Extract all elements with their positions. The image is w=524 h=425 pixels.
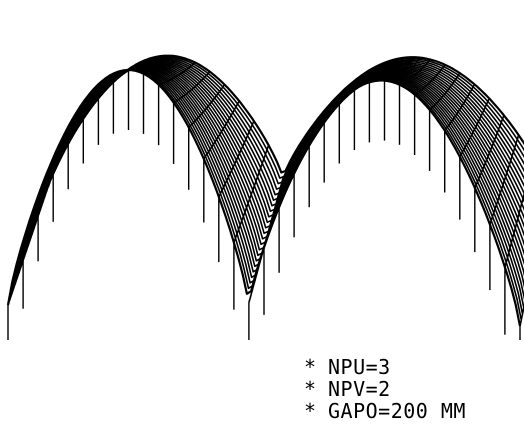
mesh-line-u-12 — [188, 84, 226, 128]
mesh-line-u-17 — [263, 147, 299, 248]
mesh-line-u-11 — [173, 71, 211, 104]
mesh-line-u-2 — [37, 126, 79, 197]
parameter-legend: *NPU=3 *NPV=2 *GAPO=200 MM — [304, 356, 466, 422]
mesh-line-u-0 — [7, 186, 49, 306]
mesh-line-u-26 — [399, 58, 431, 86]
mesh-line-u-8 — [128, 55, 167, 71]
mesh-line-u-24 — [369, 57, 402, 83]
mesh-line-u-18 — [278, 125, 314, 208]
mesh-line-u-19 — [293, 106, 329, 174]
mesh-line-u-3 — [52, 105, 93, 159]
mesh-line-u-15 — [233, 144, 270, 243]
param-npu: *NPU=3 — [304, 355, 391, 379]
mesh-line-u-14 — [218, 120, 255, 198]
mesh-line-u-28 — [429, 72, 461, 111]
mesh-line-u-32 — [489, 134, 520, 225]
param-npv: *NPV=2 — [304, 377, 391, 401]
mesh-line-u-9 — [143, 56, 181, 75]
mesh-line-u-1 — [22, 151, 64, 242]
mesh-line-u-5 — [83, 74, 123, 103]
mesh-line-u-23 — [354, 61, 387, 91]
mesh-line-u-33 — [504, 191, 524, 268]
mesh-line-u-29 — [444, 83, 476, 132]
param-gapo: *GAPO=200 MM — [304, 399, 466, 423]
mesh-line-u-13 — [203, 100, 240, 160]
mesh-line-u-10 — [158, 61, 196, 86]
mesh-line-u-31 — [474, 115, 505, 189]
mesh-line-u-4 — [67, 88, 108, 128]
mesh-line-u-7 — [113, 57, 152, 75]
mesh-line-u-27 — [414, 64, 446, 96]
mesh-line-u-25 — [384, 56, 417, 82]
mesh-line-u-30 — [459, 98, 490, 157]
